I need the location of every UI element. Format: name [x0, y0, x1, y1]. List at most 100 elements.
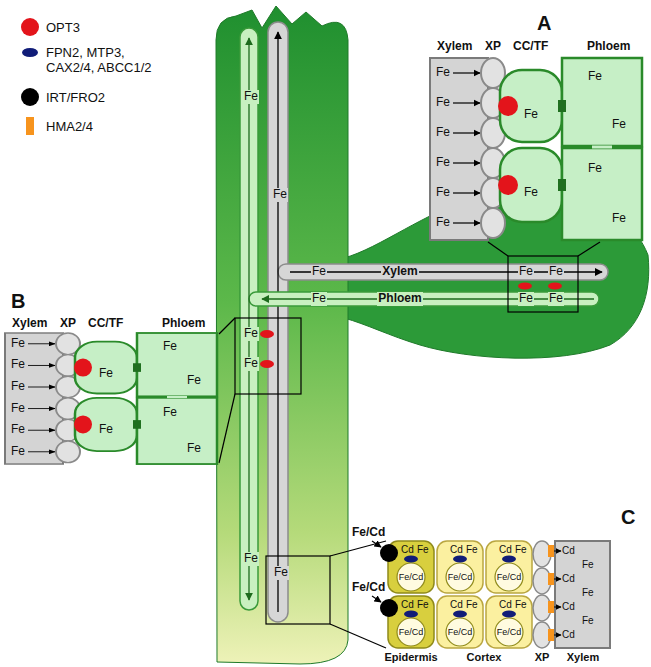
opt3-symbol: [260, 330, 274, 338]
element-label: Cd: [450, 544, 463, 556]
magnifier-frame: [219, 242, 600, 648]
part-label: Fe: [273, 566, 289, 580]
magnifier-frame: [330, 624, 386, 648]
magnifier-frame: [219, 394, 235, 463]
part-label: Xylem: [381, 265, 418, 279]
sieve-plate: [592, 146, 612, 149]
hma-symbol: [548, 601, 554, 613]
magnifier-frame: [330, 541, 386, 556]
transporter-symbol: [502, 556, 516, 563]
hma-symbol: [548, 545, 554, 557]
cortex-cell: [486, 541, 532, 593]
transporter-symbol: [453, 611, 467, 618]
opt3-symbol: [260, 360, 274, 368]
cd-arrow: [554, 635, 561, 636]
phloem-channel: [240, 28, 599, 610]
element-label: Fe: [588, 162, 602, 176]
part-label: Fe/Cd: [351, 526, 386, 540]
part-label: Fe: [272, 188, 288, 202]
magnifier-frame: [235, 318, 301, 394]
cell-box: FeFeFeFeFeFe: [430, 58, 488, 240]
element-label: Cd: [499, 599, 512, 611]
uptake-arrow: [372, 541, 381, 547]
part-label: Phloem: [377, 292, 422, 306]
element-label: Fe: [466, 544, 478, 556]
element-label: Fe: [163, 406, 177, 420]
element-label: Fe/Cd: [399, 572, 424, 582]
part-label: Fe: [243, 90, 259, 104]
phloem-channel: [248, 38, 249, 600]
vacuole-box: Fe/Cd: [495, 618, 523, 646]
opt3-symbol: [498, 175, 518, 195]
element-label: Fe/Cd: [448, 627, 473, 637]
element-label: Fe: [11, 445, 25, 459]
vacuole: [397, 563, 523, 646]
xylem-channel: [268, 22, 288, 622]
element-label: Fe: [99, 367, 113, 381]
part-label: Fe: [243, 552, 259, 566]
element-label: Fe: [524, 108, 538, 122]
element-label: Fe: [466, 599, 478, 611]
cell-box: FeFe: [137, 398, 217, 464]
hma-symbol: [548, 629, 554, 641]
cd-arrow: [554, 551, 561, 635]
element-label: Fe: [612, 212, 626, 226]
part-label: Fe: [518, 292, 534, 306]
transporter-symbol: [404, 611, 418, 618]
part-label: Phloem: [586, 40, 631, 54]
legend-text: HMA2/4: [46, 119, 93, 134]
element-label: Fe: [11, 423, 25, 437]
vacuole: [495, 618, 523, 646]
element-label: Fe: [436, 126, 450, 140]
vacuole: [446, 563, 474, 591]
opt3-symbol: [518, 283, 532, 290]
vacuole-box: Fe/Cd: [495, 563, 523, 591]
phloem-cell: [562, 148, 642, 240]
element-label: Fe: [515, 544, 527, 556]
vacuole: [397, 618, 425, 646]
fe-arrow: [453, 162, 480, 163]
part-label: CC/TF: [512, 40, 549, 54]
part-label: XP: [59, 317, 77, 331]
cell-box: FeFe: [137, 333, 217, 396]
part-label: XP: [534, 651, 551, 664]
vacuole: [446, 618, 474, 646]
part-label: Cortex: [466, 651, 503, 664]
inset-panel: [5, 333, 217, 464]
cell-box: CdFeFe/Cd: [388, 596, 434, 648]
opt3-symbol: [74, 359, 92, 377]
element-label: Cd: [562, 601, 575, 613]
element-label: Cd: [562, 573, 575, 585]
part-label: Fe: [311, 265, 327, 279]
legend-swatch: [26, 117, 34, 135]
cell-box: FeFeFeFeFeFe: [5, 333, 63, 464]
inset-panel: [430, 58, 488, 240]
element-label: Fe: [582, 559, 594, 571]
phloem-cell: [562, 58, 642, 146]
vacuole-box: Fe/Cd: [446, 618, 474, 646]
part-label: Fe: [243, 327, 259, 341]
element-label: Fe: [612, 118, 626, 132]
part-label: Xylem: [566, 651, 600, 664]
fe-arrow: [453, 72, 480, 73]
plasmodesma: [558, 100, 566, 112]
element-label: Cd: [401, 544, 414, 556]
vacuole-box: Fe/Cd: [397, 563, 425, 591]
vacuole: [397, 563, 425, 591]
element-label: Fe: [11, 380, 25, 394]
xylem-parenchyma: [481, 208, 505, 238]
legend-swatch: [21, 88, 39, 106]
hma-symbol: [548, 573, 554, 585]
legend-text: IRT/FRO2: [46, 90, 105, 105]
cd-arrow: [554, 551, 561, 552]
part-label: Fe: [243, 357, 259, 371]
xylem-channel: [278, 264, 608, 280]
element-label: Fe/Cd: [497, 572, 522, 582]
element-label: Cd: [450, 599, 463, 611]
part-label: Xylem: [11, 317, 48, 331]
element-label: Fe: [436, 96, 450, 110]
uptake-arrow: [372, 596, 381, 602]
opt3-symbol: [498, 96, 518, 116]
phloem-channel: [240, 28, 258, 610]
